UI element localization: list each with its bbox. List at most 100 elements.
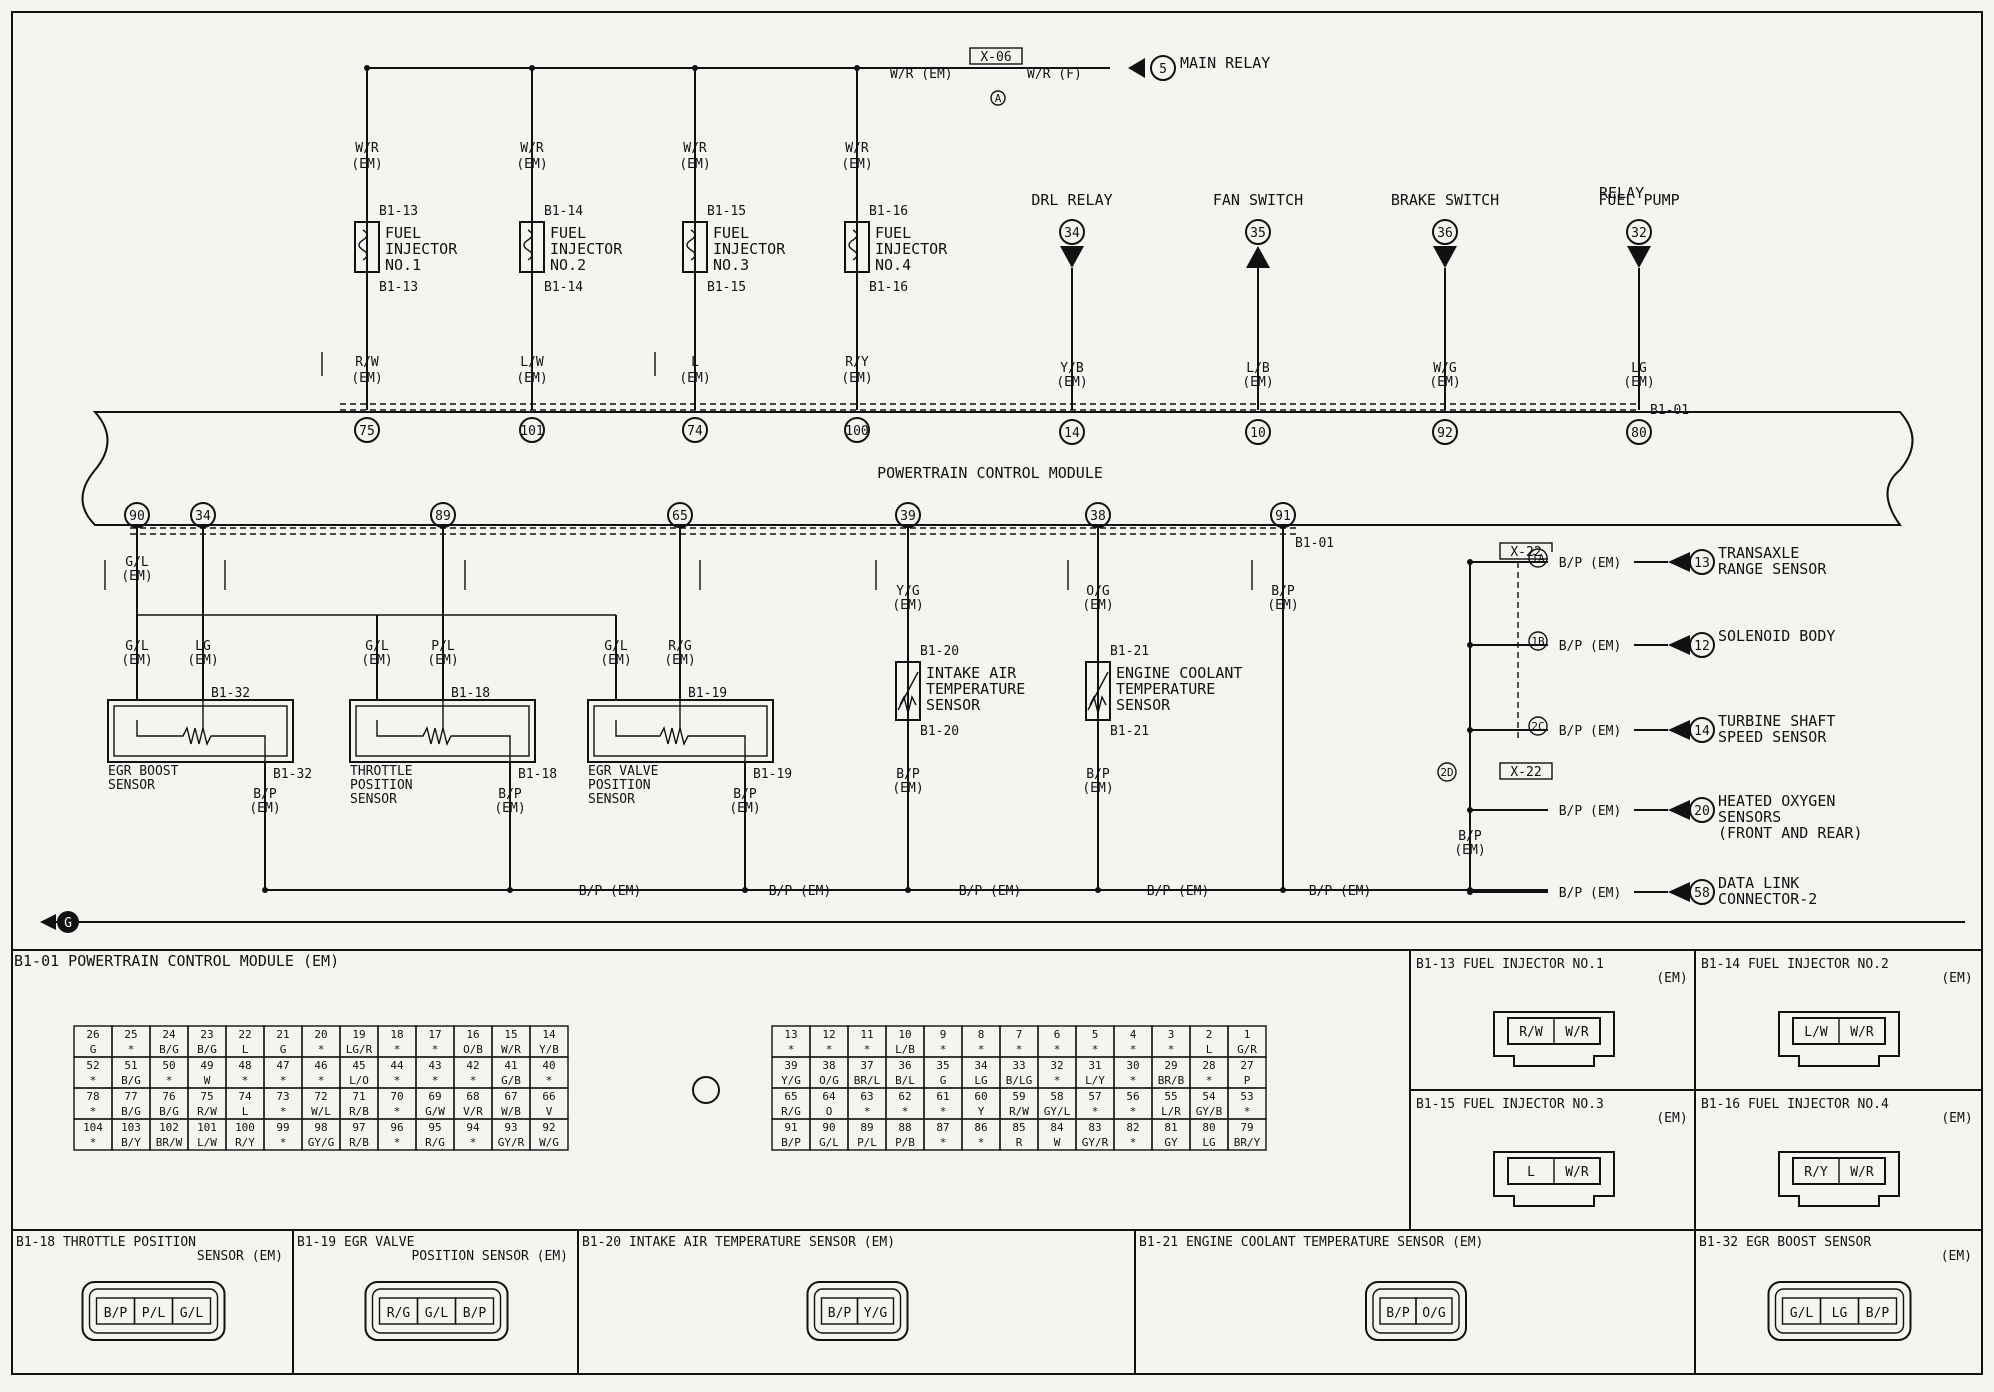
input-wire-harness-2: (EM) [1429,375,1460,390]
sensor-conn-top-2: B1-19 [688,686,727,701]
pcm-cell-color-55: L/R [1161,1105,1181,1118]
pcm-cell-color-63: * [864,1105,871,1118]
sensor-housing-inner-1 [371,1288,502,1334]
injector-name-3: FUEL [875,224,911,242]
pcm-cell-color-17: * [432,1043,439,1056]
pcm-cell-pin-12: 12 [822,1028,835,1041]
pcm-cell-color-77: B/G [121,1105,141,1118]
main-relay-wire-f: W/R (F) [1027,67,1082,82]
injector-name2-2: INJECTOR [713,240,786,258]
pcm-cell-pin-76: 76 [162,1090,175,1103]
inj-view-title-1: B1-14 FUEL INJECTOR NO.2 [1701,957,1889,972]
intake-air-thermistor-symbol [897,671,919,714]
pcm-cell-color-18: * [394,1043,401,1056]
pcm-cell-pin-80: 80 [1202,1121,1215,1134]
input-label-2: BRAKE SWITCH [1391,191,1499,209]
right-label2-4: CONNECTOR-2 [1718,890,1817,908]
pcm-cell-pin-24: 24 [162,1028,176,1041]
pcm-cell-pin-104: 104 [83,1121,103,1134]
pcm-pin-92-circle [1432,419,1458,445]
pcm-cell-color-65: R/G [781,1105,801,1118]
right-wire-label-0: B/P (EM) [1559,556,1622,571]
inj-view-sub-3: (EM) [1941,1111,1972,1126]
right-label-3: HEATED OXYGEN [1718,792,1835,810]
injector-feed-wire-3: W/R [845,141,869,156]
right-label-4: DATA LINK [1718,874,1799,892]
sensor-w1-1: G/L [365,639,389,654]
pcm-cell-color-85: R [1016,1136,1023,1149]
pcm-cell-color-68: V/R [463,1105,483,1118]
pcm-cell-pin-22: 22 [238,1028,251,1041]
pcm-cell-pin-13: 13 [784,1028,797,1041]
injector-conn-bot-1: B1-14 [544,280,583,295]
pcm-cell-pin-34: 34 [974,1059,988,1072]
x22-bot-box [1499,762,1553,780]
injector-out-harness-2: (EM) [679,371,710,386]
pcm-pin-80-circle [1626,419,1652,445]
pcm-cell-pin-90: 90 [822,1121,835,1134]
pcm-cell-pin-96: 96 [390,1121,403,1134]
potentiometer-symbol [376,720,511,762]
pcm-cell-pin-60: 60 [974,1090,987,1103]
pcm-cell-pin-20: 20 [314,1028,327,1041]
pcm-cell-pin-72: 72 [314,1090,327,1103]
pcm-cell-color-43: * [432,1074,439,1087]
pcm-pin-bottom-38: 38 [1090,509,1106,524]
pcm-cell [1227,1118,1267,1151]
pcm-cell-pin-14: 14 [542,1028,556,1041]
x06-pin-label: A [995,92,1002,105]
pcm-cell-color-48: * [242,1074,249,1087]
pcm-cell-pin-37: 37 [860,1059,873,1072]
right-label3-3: (FRONT AND REAR) [1718,824,1863,842]
pcm-cell-color-4: * [1130,1043,1137,1056]
pcm-cell-pin-56: 56 [1126,1090,1139,1103]
pcm-pin-14-circle [1059,419,1085,445]
pcm-pin-bottom-38-circle [1085,502,1111,528]
pcm-cell-color-1: G/R [1237,1043,1257,1056]
inj-pin-a-1: L/W [1804,1025,1828,1040]
pcm-cell-pin-71: 71 [352,1090,365,1103]
pcm-cell-pin-103: 103 [121,1121,141,1134]
pcm-cell-color-15: W/R [501,1043,521,1056]
potentiometer-symbol [615,720,746,762]
pcm-cell [529,1118,569,1151]
injector-feed-harness-3: (EM) [841,157,872,172]
pcm-cell-color-12: * [826,1043,833,1056]
output-arrow [1246,246,1270,268]
pcm-cell-pin-66: 66 [542,1090,555,1103]
sensor-name2-0: SENSOR [108,778,155,793]
pcm-pin-bottom-89-circle [430,502,456,528]
input-ref-circle-1 [1245,219,1271,245]
pcm-cell-pin-88: 88 [898,1121,911,1134]
pcm-cell-pin-19: 19 [352,1028,365,1041]
pcm-cell-color-56: * [1130,1105,1137,1118]
x22-top-box [1499,542,1553,560]
sensor-name-0: EGR BOOST [108,764,179,779]
pcm-cell-color-3: * [1168,1043,1175,1056]
injector-out-wire-1: L/W [520,355,544,370]
inj-view-title-3: B1-16 FUEL INJECTOR NO.4 [1701,1097,1889,1112]
sensor-w3-2: B/P [733,787,757,802]
input-wire-harness-0: (EM) [1056,375,1087,390]
input-label2-3: RELAY [1599,184,1644,202]
sensor-pin-0-2: G/L [180,1306,204,1321]
input-arrow [1060,246,1084,268]
pcm-cell-color-62: * [902,1105,909,1118]
pcm-pin-80: 80 [1631,426,1647,441]
inj-pin-b-1: W/R [1850,1025,1874,1040]
coolant-thermistor-symbol [1087,671,1109,714]
gb-5: B/P (EM) [1309,884,1372,899]
sensor-name2-2: POSITION [588,778,651,793]
junction-dot [854,65,860,71]
pcm-cell-pin-78: 78 [86,1090,99,1103]
right-wire-bg-3 [1548,800,1634,816]
intake-air-thermistor [895,661,921,721]
pcm-cell-pin-79: 79 [1240,1121,1253,1134]
junction-dot [692,65,698,71]
sensor-pin-3-1: O/G [1422,1306,1446,1321]
pcm-cell-color-23: B/G [197,1043,217,1056]
pcm-cell-pin-8: 8 [978,1028,985,1041]
pcm-cell-pin-83: 83 [1088,1121,1101,1134]
injector-out-wire-3: R/Y [845,355,869,370]
